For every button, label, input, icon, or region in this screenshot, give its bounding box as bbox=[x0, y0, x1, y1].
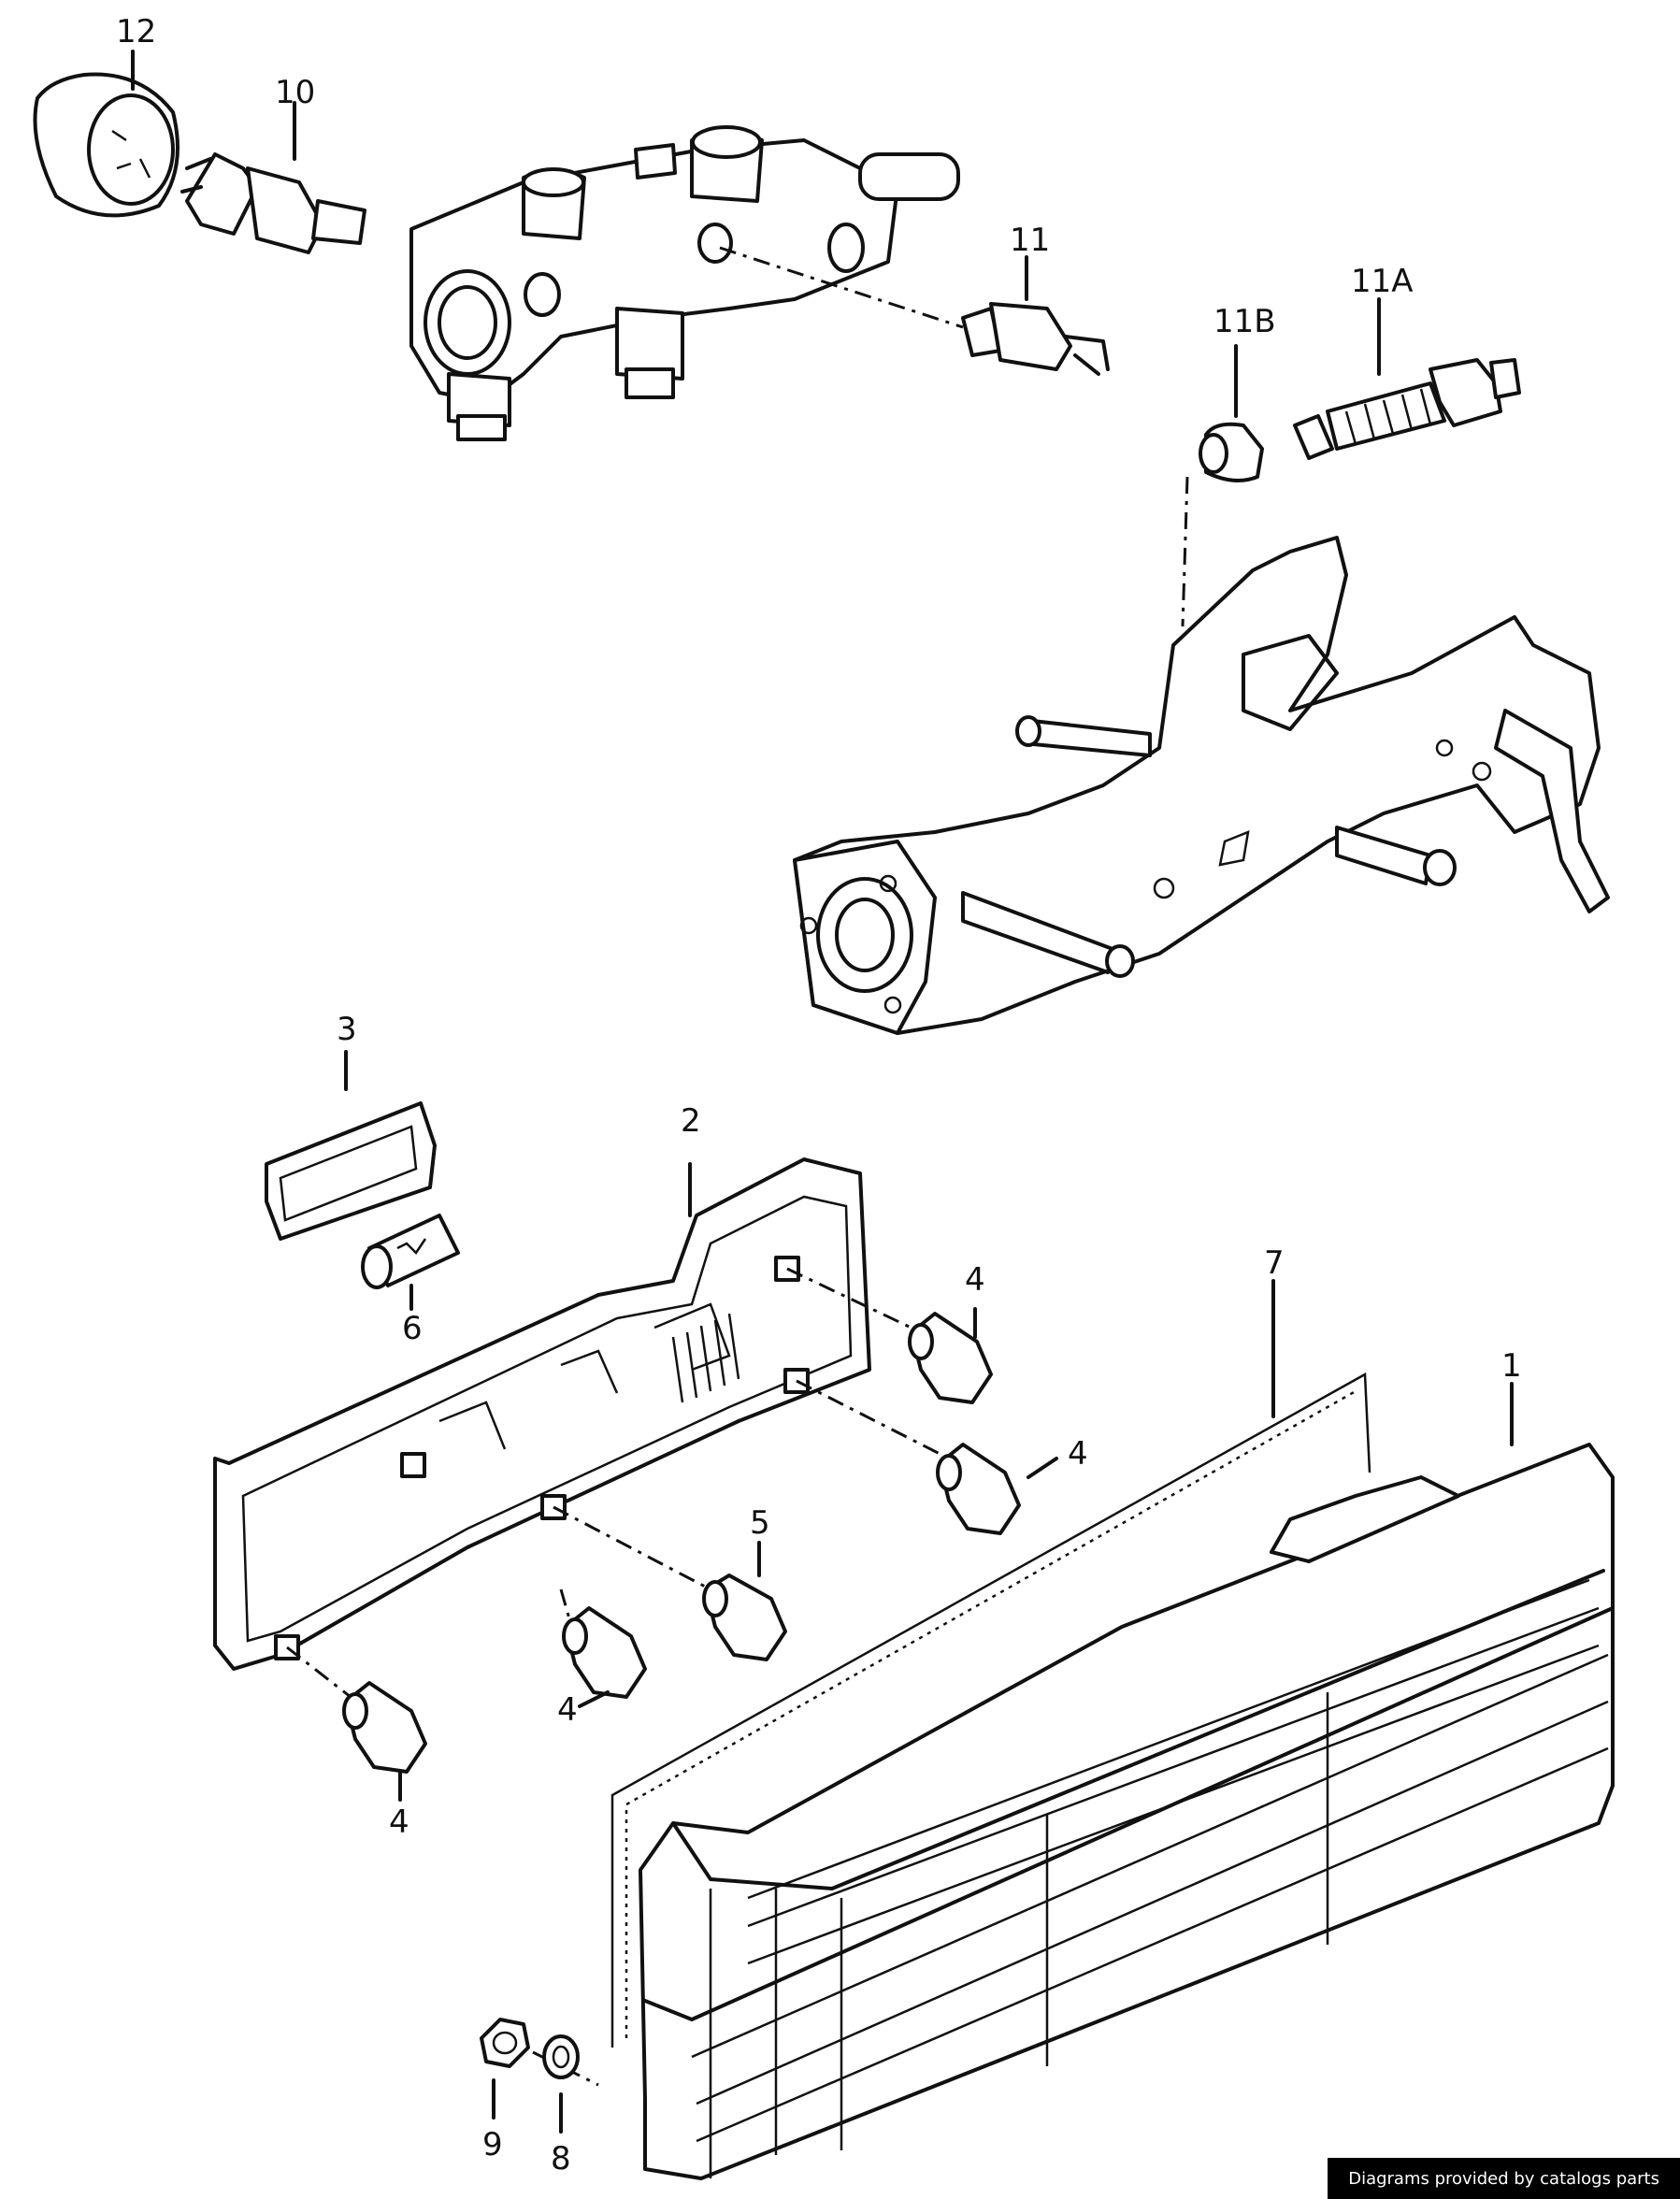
callout-12: 12 bbox=[116, 13, 156, 50]
part-7-gasket bbox=[610, 1279, 1371, 2048]
credit-banner: Diagrams provided by catalogs parts bbox=[1328, 2158, 1680, 2199]
part-2-bulb-holder bbox=[213, 1157, 871, 1671]
callout-2: 2 bbox=[681, 1102, 701, 1140]
pedal-bracket bbox=[793, 536, 1610, 1035]
part-4-bulb-bottom-left bbox=[286, 1646, 427, 1802]
callout-4-middle: 4 bbox=[1068, 1435, 1088, 1473]
part-4-bulb-top bbox=[786, 1267, 993, 1404]
part-11b-clip bbox=[1181, 344, 1264, 627]
part-6-festoon-bulb bbox=[361, 1214, 460, 1311]
callout-5: 5 bbox=[750, 1504, 770, 1542]
callout-6: 6 bbox=[402, 1310, 423, 1347]
callout-8: 8 bbox=[551, 2140, 571, 2177]
callout-4-lower-center: 4 bbox=[557, 1691, 578, 1729]
part-5-bulb bbox=[553, 1505, 787, 1661]
callout-11: 11 bbox=[1010, 222, 1050, 259]
part-10-sender-switch bbox=[180, 101, 366, 254]
part-3-seal bbox=[265, 1050, 437, 1241]
callout-4-top: 4 bbox=[965, 1261, 985, 1299]
part-11-pressure-switch bbox=[719, 246, 1110, 376]
part-1-tail-light-lens bbox=[639, 1382, 1615, 2180]
callout-10: 10 bbox=[275, 74, 315, 111]
callout-11b: 11B bbox=[1213, 303, 1276, 340]
part-12-connector-cap bbox=[33, 50, 179, 218]
callout-7: 7 bbox=[1264, 1244, 1285, 1282]
callout-1: 1 bbox=[1501, 1347, 1522, 1385]
master-cylinder bbox=[409, 125, 960, 441]
part-8-washer bbox=[542, 2034, 580, 2134]
callout-3: 3 bbox=[337, 1011, 357, 1048]
part-4-bulb-middle bbox=[796, 1379, 1058, 1535]
callout-11a: 11A bbox=[1351, 263, 1414, 300]
part-11a-brake-light-switch bbox=[1293, 297, 1521, 460]
part-9-nut bbox=[480, 2018, 599, 2120]
callout-9: 9 bbox=[482, 2126, 503, 2163]
callout-4-bottom-left: 4 bbox=[389, 1804, 409, 1841]
part-4-bulb-lower-center bbox=[559, 1588, 647, 1708]
